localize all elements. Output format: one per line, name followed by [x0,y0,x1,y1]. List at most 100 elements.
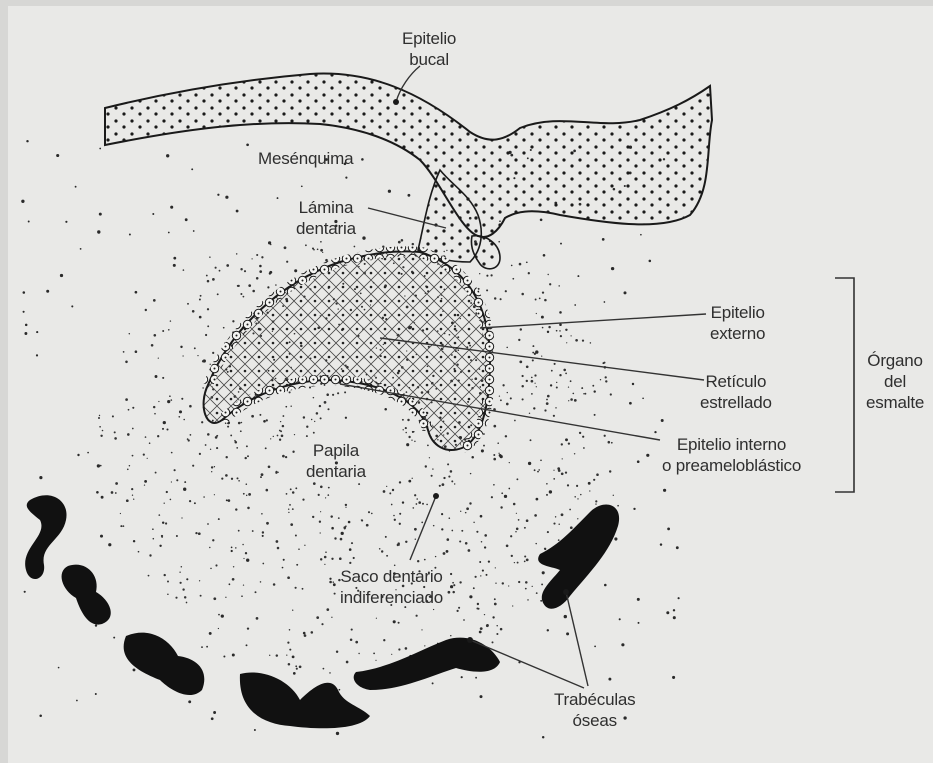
stipple-dot [433,525,435,527]
stipple-dot [313,482,316,485]
photo-border-top [0,0,933,6]
stipple-dot [188,700,191,703]
stipple-dot [676,546,679,549]
stipple-dot [660,543,662,545]
stipple-dot [236,210,239,213]
stipple-dot [226,264,229,267]
stipple-dot [273,436,274,437]
stipple-dot [236,253,238,255]
stipple-dot [570,398,573,401]
stipple-dot [173,264,176,267]
stipple-dot [298,548,300,550]
stipple-dot [435,556,436,557]
stipple-dot [541,355,542,356]
stipple-dot [170,320,171,321]
stipple-dot [269,655,270,656]
stipple-dot [126,499,129,502]
stipple-dot [285,456,287,458]
stipple-dot [223,327,225,329]
stipple-dot [194,502,196,504]
stipple-dot [579,432,581,434]
stipple-dot [99,426,101,428]
stipple-dot [60,274,63,277]
stipple-dot [36,331,38,333]
stipple-dot [238,530,240,532]
stipple-dot [232,578,235,581]
stipple-dot [187,303,189,305]
stipple-dot [39,476,42,479]
stipple-dot [536,386,537,387]
stipple-dot [553,523,555,525]
stipple-dot [194,347,196,349]
label-saco-dentario: Saco dentario indiferenciado [340,566,443,608]
stipple-dot [209,632,212,635]
stipple-dot [441,528,443,530]
stipple-dot [476,531,478,533]
stipple-dot [540,218,543,221]
stipple-dot [345,525,347,527]
stipple-dot [289,649,291,651]
stipple-dot [547,331,549,333]
stipple-dot [565,471,567,473]
stipple-dot [316,616,319,619]
stipple-dot [416,498,418,500]
stipple-dot [559,311,562,314]
stipple-dot [479,561,481,563]
stipple-dot [593,479,595,481]
stipple-dot [525,581,528,584]
stipple-dot [133,540,135,542]
stipple-dot [544,299,547,302]
stipple-dot [80,248,82,250]
stipple-dot [484,546,486,548]
stipple-dot [158,357,159,358]
stipple-dot [416,503,418,505]
stipple-dot [570,380,572,382]
stipple-dot [559,323,562,326]
stipple-dot [332,394,334,396]
stipple-dot [76,700,78,702]
stipple-dot [251,258,252,259]
stipple-dot [602,238,605,241]
stipple-dot [381,550,383,552]
stipple-dot [528,462,531,465]
stipple-dot [522,398,524,400]
stipple-dot [415,538,416,539]
stipple-dot [496,633,498,635]
stipple-dot [486,624,489,627]
stipple-dot [547,531,549,533]
stipple-dot [405,427,407,429]
stipple-dot [577,498,578,499]
stipple-dot [539,298,541,300]
stipple-dot [375,660,376,661]
stipple-dot [405,541,407,543]
stipple-dot [231,550,233,552]
stipple-dot [361,519,363,521]
stipple-dot [301,185,303,187]
stipple-dot [234,440,236,442]
stipple-dot [262,535,264,537]
stipple-dot [398,241,401,244]
stipple-dot [246,143,249,146]
stipple-dot [26,140,28,142]
stipple-dot [351,629,353,631]
stipple-dot [212,352,214,354]
stipple-dot [240,293,242,295]
stipple-dot [247,627,249,629]
stipple-dot [590,342,592,344]
stipple-dot [500,399,502,401]
stipple-dot [325,497,326,498]
stipple-dot [466,507,469,510]
stipple-dot [302,499,304,501]
stipple-dot [547,274,548,275]
stipple-dot [153,299,156,302]
stipple-dot [486,289,488,291]
stipple-dot [521,385,523,387]
stipple-dot [493,458,496,461]
stipple-dot [173,257,176,260]
stipple-dot [506,403,509,406]
stipple-dot [174,469,176,471]
stipple-dot [451,530,453,532]
stipple-dot [336,651,338,653]
stipple-dot [637,598,640,601]
label-organo-del-esmalte: Órgano del esmalte [866,350,924,413]
